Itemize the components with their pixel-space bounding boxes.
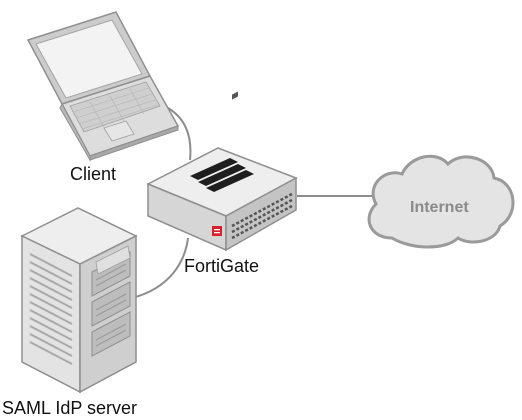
fortigate-label: FortiGate: [184, 256, 259, 276]
link-client-fortigate: [167, 107, 192, 161]
server-icon: [20, 207, 138, 394]
internet-cloud-icon: [367, 154, 515, 249]
fortinet-logo-icon: [212, 226, 222, 236]
laptop-icon: [26, 11, 180, 162]
internet-label: Internet: [410, 199, 469, 216]
client-label: Client: [70, 164, 116, 184]
link-server-fortigate: [131, 237, 189, 299]
connections: [131, 107, 372, 299]
fortigate-icon: [146, 91, 298, 252]
saml-idp-server-label: SAML IdP server: [2, 398, 137, 418]
